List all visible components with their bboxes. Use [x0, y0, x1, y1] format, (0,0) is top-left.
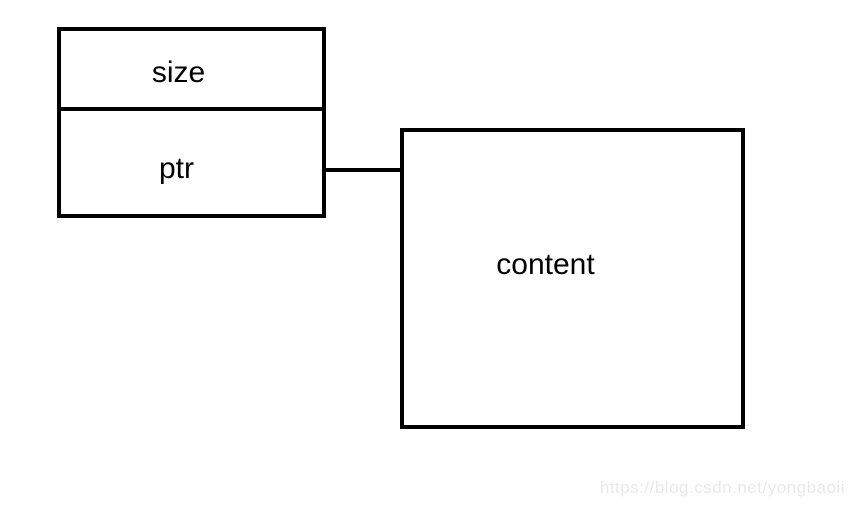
struct-box: size ptr: [57, 27, 326, 218]
content-box: content: [400, 128, 745, 429]
watermark-text: https://blog.csdn.net/yongbaoii: [599, 478, 845, 497]
size-label: size: [151, 56, 206, 89]
pointer-connector-line: [326, 168, 400, 172]
struct-field-ptr: ptr: [61, 111, 322, 214]
content-label: content: [496, 247, 595, 281]
struct-field-size: size: [61, 31, 322, 111]
ptr-label: ptr: [158, 151, 194, 185]
